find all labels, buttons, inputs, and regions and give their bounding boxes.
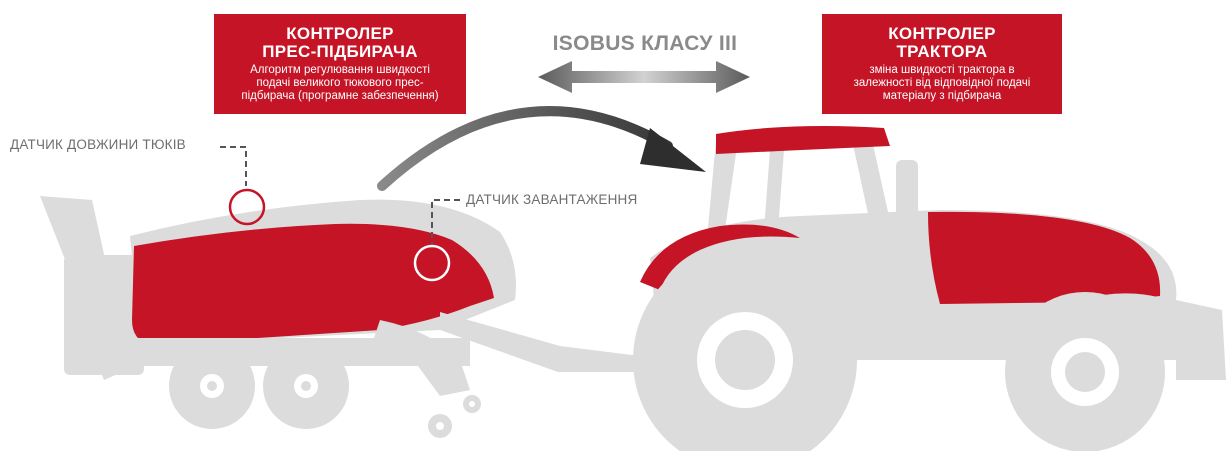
baler-controller-box: КОНТРОЛЕР ПРЕС-ПІДБИРАЧА Алгоритм регулю…	[214, 14, 466, 114]
tractor-controller-title-1: КОНТРОЛЕР	[888, 24, 996, 43]
tractor-controller-desc-3: матеріалу з підбирача	[882, 90, 1002, 102]
bale-length-sensor-label: ДАТЧИК ДОВЖИНИ ТЮКІВ	[10, 137, 186, 152]
isobus-double-arrow	[538, 61, 750, 93]
tractor-controller-desc-1: зміна швидкості трактора в	[869, 64, 1015, 76]
isobus-label: ISOBUS КЛАСУ III	[552, 32, 738, 55]
baler-controller-title-1: КОНТРОЛЕР	[286, 24, 394, 43]
tractor-illustration	[633, 126, 1226, 456]
baler-illustration	[40, 196, 652, 438]
load-sensor-marker	[413, 244, 451, 282]
tractor-controller-box: КОНТРОЛЕР ТРАКТОРА зміна швидкості тракт…	[822, 14, 1062, 114]
bale-length-sensor	[220, 146, 266, 226]
load-sensor-label: ДАТЧИК ЗАВАНТАЖЕННЯ	[466, 192, 638, 207]
load-sensor	[413, 199, 460, 282]
baler-controller-desc-2: подачі великого тюкового прес-	[256, 77, 424, 89]
tractor-controller-title-2: ТРАКТОРА	[896, 42, 988, 61]
data-flow-arrow	[377, 106, 706, 191]
baler-controller-title-2: ПРЕС-ПІДБИРАЧА	[262, 42, 418, 61]
bale-length-sensor-marker	[228, 188, 266, 226]
baler-controller-desc-3: підбирача (програмне забезпечення)	[241, 90, 439, 102]
tractor-controller-desc-2: залежності від відповідної подачі	[853, 77, 1031, 89]
baler-controller-desc-1: Алгоритм регулювання швидкості	[250, 64, 430, 76]
